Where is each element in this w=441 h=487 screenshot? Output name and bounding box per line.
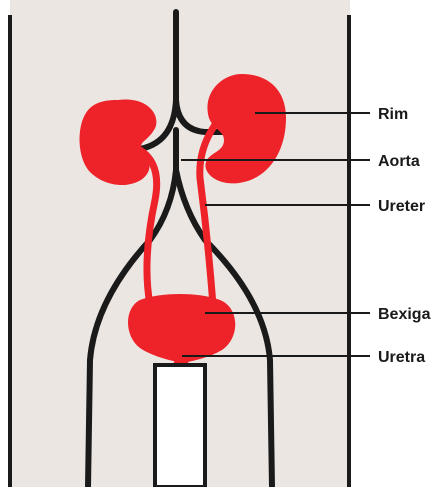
- label-bladder: Bexiga: [378, 306, 431, 323]
- urethra-tube: [155, 365, 205, 487]
- label-aorta: Aorta: [378, 153, 420, 170]
- label-urethra: Uretra: [378, 349, 425, 366]
- label-ureter: Ureter: [378, 198, 425, 215]
- label-kidney: Rim: [378, 106, 408, 123]
